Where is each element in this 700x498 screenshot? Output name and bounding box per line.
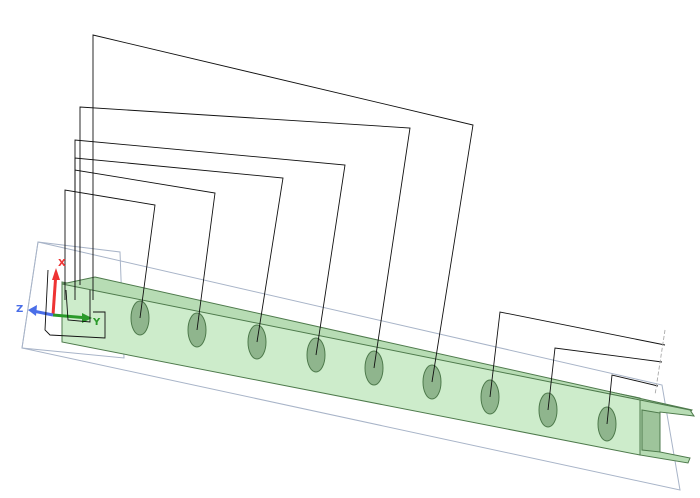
dimension-line-1[interactable] xyxy=(64,189,156,319)
dimension-line-5[interactable] xyxy=(79,106,411,369)
dimension-line-6[interactable] xyxy=(92,34,474,383)
dimension-lines xyxy=(64,34,666,425)
dimension-line-9[interactable] xyxy=(606,374,659,425)
dimension-line-4[interactable] xyxy=(74,139,346,356)
x-axis-label: X xyxy=(58,258,66,269)
coordinate-triad: X Y Z xyxy=(16,258,106,339)
dimension-line-8[interactable] xyxy=(547,347,663,411)
y-axis-label: Y xyxy=(92,317,101,328)
extension-line xyxy=(654,329,666,396)
dimension-line-7[interactable] xyxy=(489,311,666,398)
z-axis-label: Z xyxy=(16,304,23,315)
holes-group xyxy=(130,300,617,442)
